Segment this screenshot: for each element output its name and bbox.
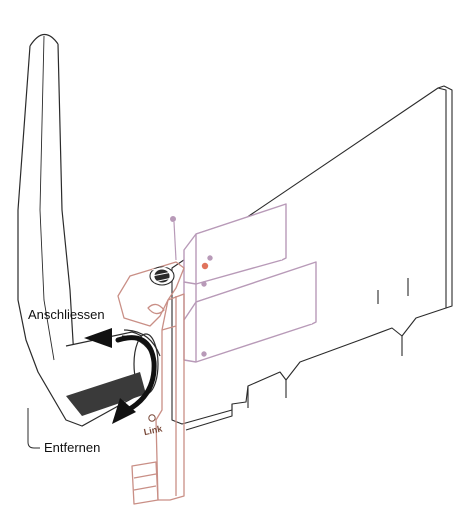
antenna-connector [149,265,175,286]
callouts: Anschliessen Entfernen [27,307,105,455]
remove-arrowhead [112,398,136,424]
pci-board-edge [437,85,453,309]
pin-head [170,216,176,222]
rotation-arrow-icon [84,328,157,424]
bracket-body [155,293,185,501]
antenna-knuckle-shade [66,372,146,416]
lower-module-top [195,261,317,362]
antenna-rod-inner [39,35,55,361]
remove-leader-line [27,408,40,449]
bracket-flange-slot [147,303,165,315]
status-led [170,216,209,270]
connect-label: Anschliessen [28,307,105,322]
upper-module-top [195,203,287,284]
module-dot [207,255,213,261]
bracket-bottom-tab [131,461,159,505]
bracket-body-inner [161,296,177,496]
pci-board-slot [377,278,409,304]
antenna-icon [17,33,161,427]
link-led-icon [148,414,156,422]
pci-board-outline [171,87,447,425]
bracket-flange [117,261,185,327]
connect-arrowhead [84,328,112,348]
mounting-bracket [117,261,185,505]
radio-modules [183,203,317,363]
rotation-arc [115,335,157,413]
remove-label: Entfernen [44,440,100,455]
antenna-rod [17,43,97,427]
module-dot [201,351,207,357]
link-marking: Link [143,423,164,437]
pci-connector-fingers [185,336,403,431]
pci-card [171,85,453,431]
module-dot [201,281,207,287]
